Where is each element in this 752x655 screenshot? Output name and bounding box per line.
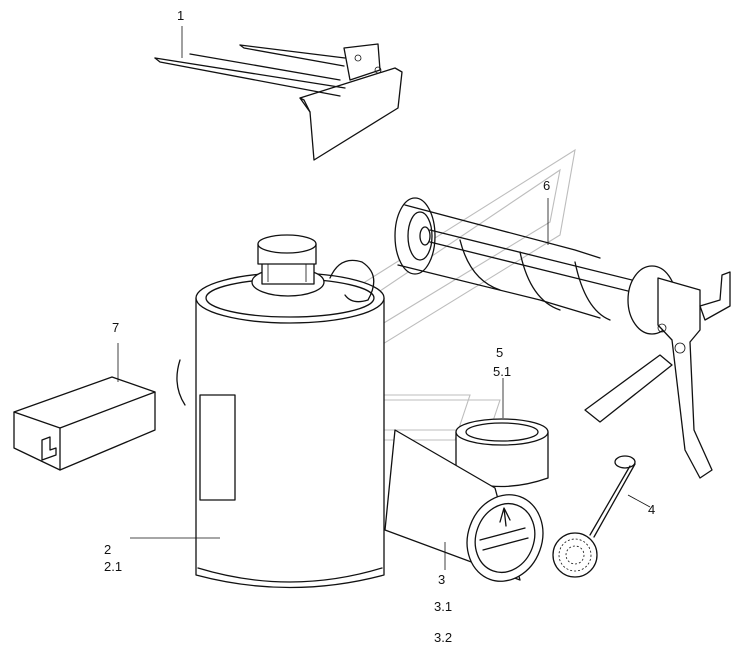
part-4-brush [552,455,636,578]
part-3-cartridge [384,429,544,582]
label-5: 5 [496,345,503,360]
part-7-block [13,376,156,471]
label-1: 1 [177,8,184,23]
label-7: 7 [112,320,119,335]
callout-labels: 1 7 6 5 5.1 4 2 2.1 3 3.1 3.2 [104,8,655,645]
part-5-tin [455,418,549,488]
part-1-bracket [154,43,403,161]
label-2-1: 2.1 [104,559,122,574]
label-3-2: 3.2 [434,630,452,645]
label-2: 2 [104,542,111,557]
label-6: 6 [543,178,550,193]
part-2-can [176,234,385,589]
label-4: 4 [648,502,655,517]
label-3-1: 3.1 [434,599,452,614]
part-6-caulking-gun [394,197,731,479]
leader-lines [117,26,651,570]
label-3: 3 [438,572,445,587]
label-5-1: 5.1 [493,364,511,379]
